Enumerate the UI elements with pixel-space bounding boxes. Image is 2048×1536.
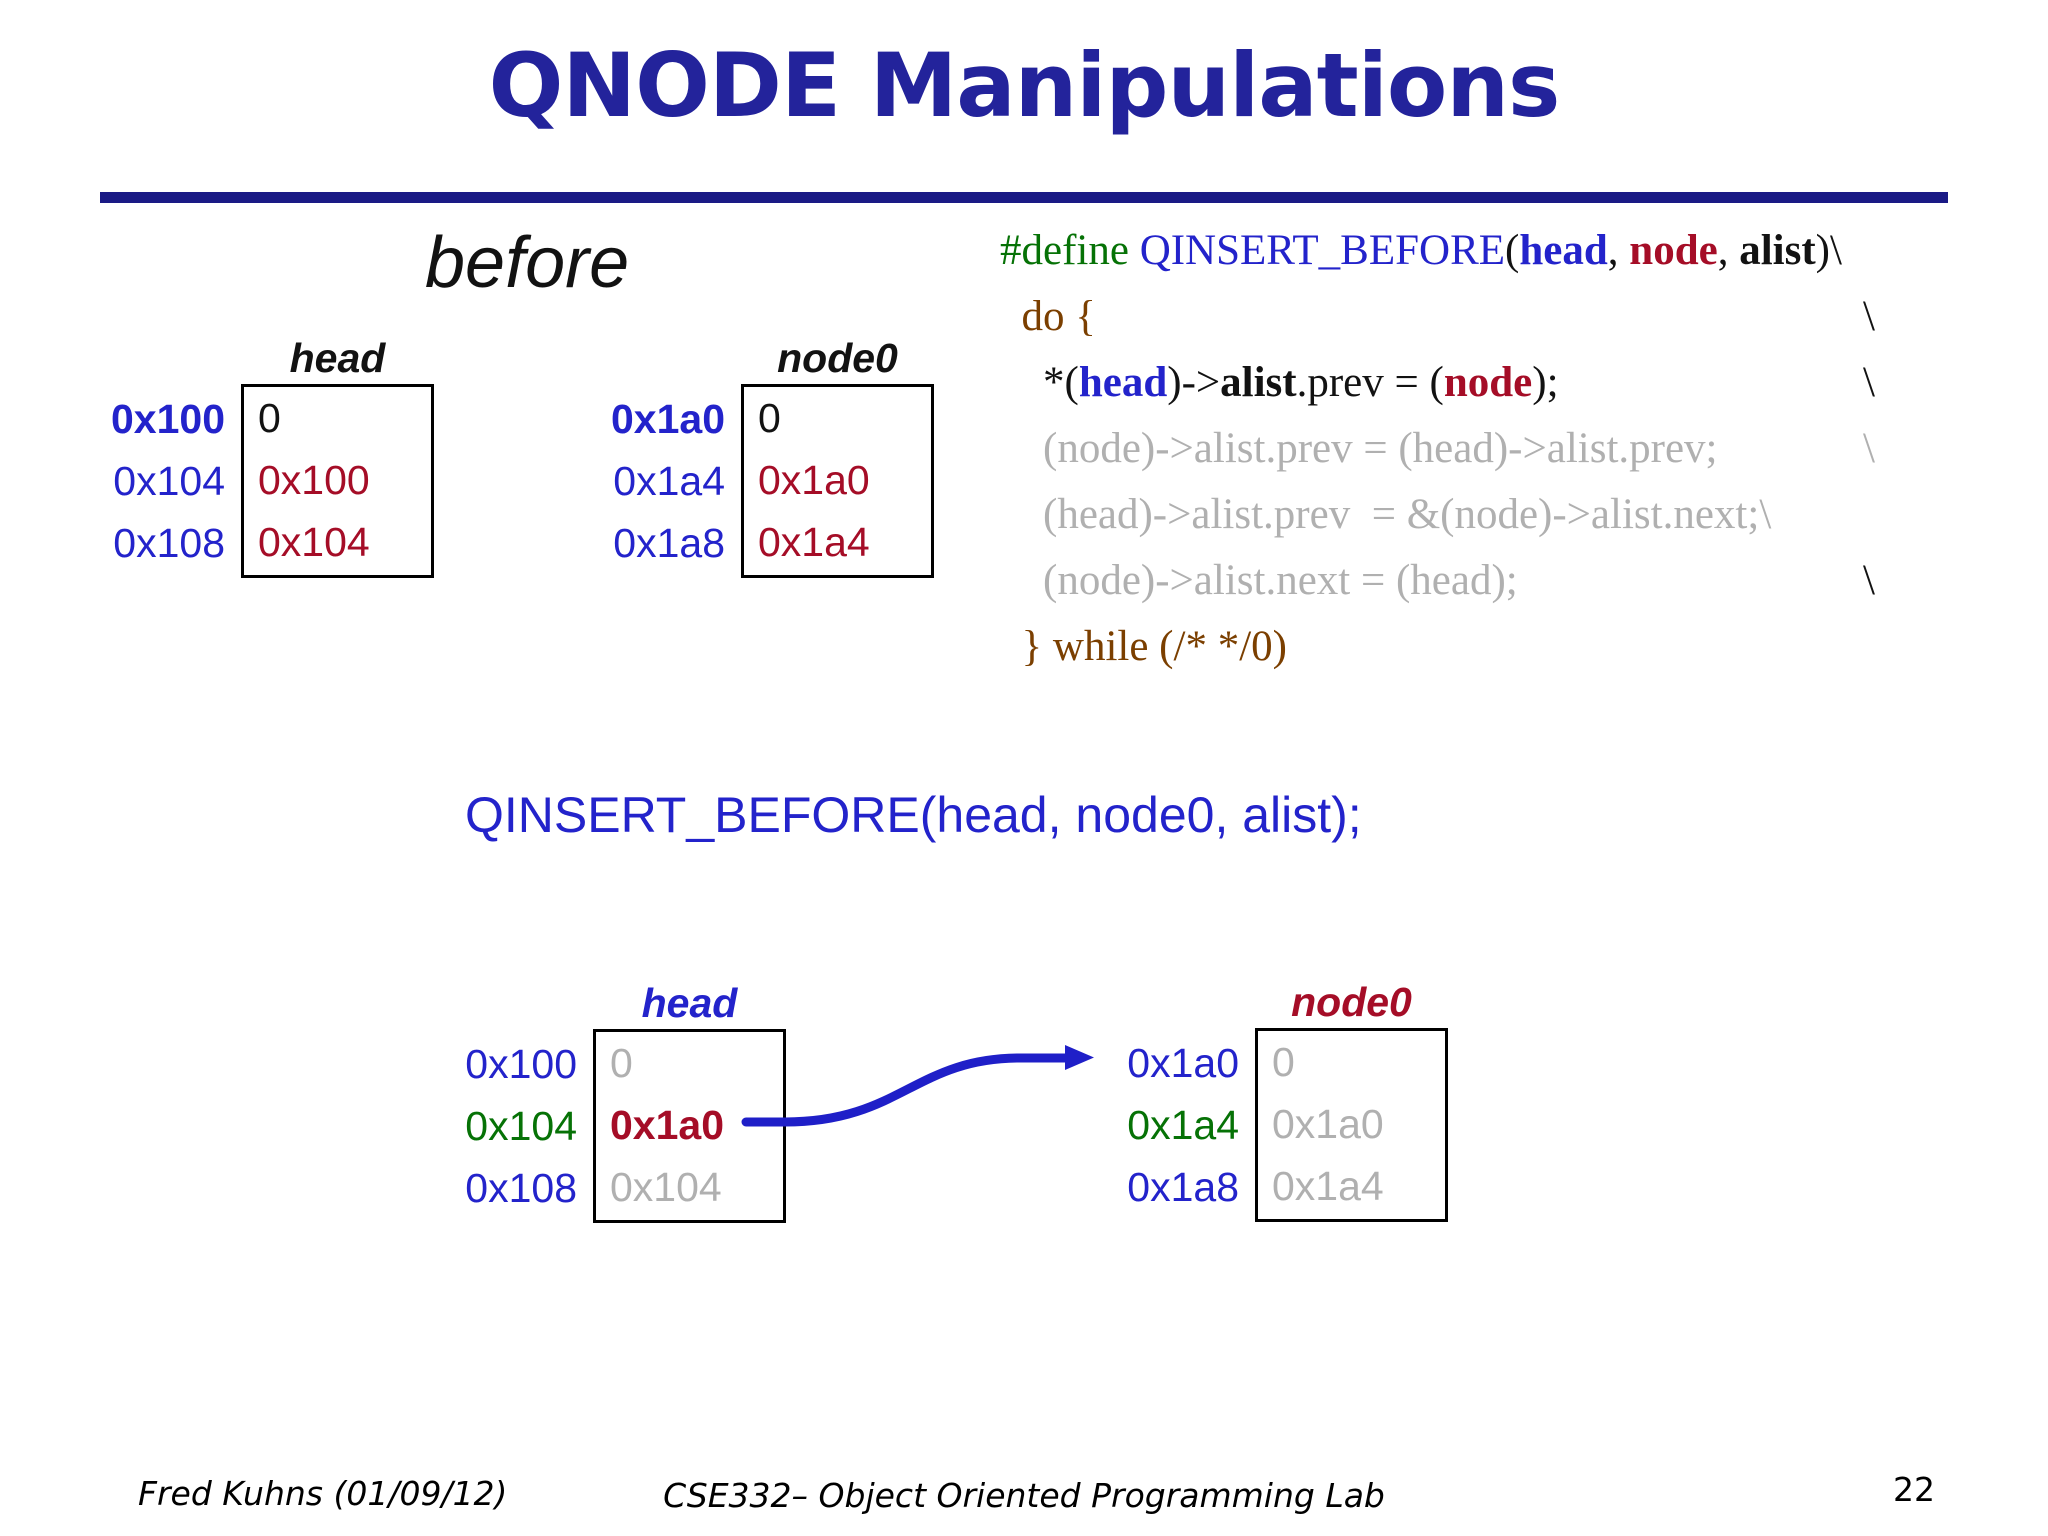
code-segment: ,	[1607, 227, 1630, 274]
address-label: 0x1a0	[1127, 1040, 1239, 1086]
code-line: (head)->alist.prev = &(node)->alist.next…	[1000, 490, 1875, 556]
memory-value: 0	[1272, 1039, 1295, 1085]
line-continuation: \	[1863, 359, 1875, 406]
code-segment: *(	[1000, 359, 1079, 406]
code-line: do { \	[1000, 292, 1876, 358]
address-column: 0x1a0 0x1a4 0x1a8	[1054, 1028, 1239, 1222]
address-label: 0x1a8	[1127, 1164, 1239, 1210]
address-label: 0x100	[110, 396, 225, 442]
code-segment: node	[1443, 359, 1533, 406]
code-segment: (node)->alist.next = (head);	[1000, 557, 1518, 604]
footer-page-number: 22	[1893, 1470, 1935, 1509]
memory-box: 0 0x1a0 0x1a4	[1255, 1028, 1448, 1222]
footer-course: CSE332– Object Oriented Programming Lab	[663, 1476, 1385, 1515]
memory-box: 0 0x1a0 0x1a4	[741, 384, 934, 578]
code-segment: )->	[1167, 359, 1221, 406]
memory-value: 0x100	[258, 457, 370, 503]
code-segment: )\	[1815, 227, 1842, 274]
line-continuation: \	[1863, 557, 1875, 604]
address-label: 0x1a0	[610, 396, 725, 442]
code-segment: node	[1629, 227, 1718, 274]
address-label: 0x1a8	[613, 520, 725, 566]
code-text: (head)->alist.prev = &(node)->alist.next…	[1000, 490, 1771, 539]
code-line: (node)->alist.next = (head); \	[1000, 556, 1875, 622]
table-label: node0	[1291, 979, 1412, 1025]
code-segment: .prev = (	[1296, 359, 1444, 406]
title-underline-rule	[100, 192, 1948, 203]
address-column: 0x100 0x104 0x108	[40, 384, 225, 578]
code-segment: alist	[1220, 359, 1297, 406]
pointer-arrow	[741, 1045, 1094, 1127]
code-segment: do {	[1000, 293, 1096, 340]
code-segment: );	[1532, 359, 1559, 406]
code-segment: QINSERT_BEFORE	[1139, 227, 1506, 274]
address-label: 0x108	[113, 520, 225, 566]
code-segment: alist	[1739, 227, 1816, 274]
memory-value: 0x104	[258, 519, 370, 565]
memory-value: 0x1a0	[1272, 1101, 1384, 1147]
code-line: #define QINSERT_BEFORE(head, node, alist…	[1000, 226, 1875, 292]
code-text: do {	[1000, 292, 1096, 341]
code-text: (node)->alist.prev = (head)->alist.prev;	[1000, 424, 1718, 473]
code-line: } while (/* */0)	[1000, 622, 1875, 688]
memory-value: 0x104	[610, 1164, 722, 1210]
code-line: *(head)->alist.prev = (node); \	[1000, 358, 1875, 424]
code-text: #define QINSERT_BEFORE(head, node, alist…	[1000, 226, 1842, 275]
memory-value: 0	[610, 1040, 633, 1086]
code-segment: head	[1078, 359, 1168, 406]
code-segment: head	[1519, 227, 1608, 274]
code-segment: (node)->alist.prev = (head)->alist.prev;	[1000, 425, 1718, 472]
address-label: 0x1a4	[613, 458, 725, 504]
before-section-heading: before	[425, 223, 630, 303]
code-segment: (head)->alist.prev = &(node)->alist.next…	[1000, 491, 1772, 538]
code-segment: } while (/* */0)	[1000, 623, 1287, 670]
code-text: *(head)->alist.prev = (node);	[1000, 358, 1559, 407]
slide-title: QNODE Manipulations	[488, 34, 1561, 137]
line-continuation: \	[1863, 293, 1875, 340]
memory-table-after-head: head 0x100 0x104 0x108 0 0x1a0 0x104	[392, 981, 786, 1223]
address-label: 0x100	[465, 1041, 577, 1087]
table-label: head	[289, 335, 386, 381]
code-text: (node)->alist.next = (head);	[1000, 556, 1518, 605]
memory-box: 0 0x1a0 0x104	[593, 1029, 786, 1223]
memory-value: 0x1a4	[1272, 1163, 1384, 1209]
memory-value: 0x1a4	[758, 519, 870, 565]
memory-box: 0 0x100 0x104	[241, 384, 434, 578]
address-column: 0x1a0 0x1a4 0x1a8	[540, 384, 725, 578]
memory-table-before-node0: node0 0x1a0 0x1a4 0x1a8 0 0x1a0 0x1a4	[540, 336, 934, 578]
code-text: } while (/* */0)	[1000, 622, 1287, 671]
table-label: head	[641, 980, 738, 1026]
footer-author: Fred Kuhns (01/09/12)	[138, 1474, 508, 1513]
macro-code-block: #define QINSERT_BEFORE(head, node, alist…	[1000, 226, 1875, 688]
address-label: 0x104	[113, 458, 225, 504]
code-line: (node)->alist.prev = (head)->alist.prev;…	[1000, 424, 1875, 490]
memory-table-before-head: head 0x100 0x104 0x108 0 0x100 0x104	[40, 336, 434, 578]
memory-value: 0	[258, 395, 281, 441]
memory-value: 0x1a0	[758, 457, 870, 503]
code-segment: #define	[1000, 227, 1140, 274]
address-label: 0x1a4	[1127, 1102, 1239, 1148]
line-continuation: \	[1863, 425, 1875, 472]
macro-call-text: QINSERT_BEFORE(head, node0, alist);	[465, 787, 1362, 843]
table-label: node0	[777, 335, 898, 381]
memory-value: 0	[758, 395, 781, 441]
address-label: 0x104	[465, 1103, 577, 1149]
code-segment: ,	[1717, 227, 1740, 274]
address-label: 0x108	[465, 1165, 577, 1211]
memory-value: 0x1a0	[610, 1102, 725, 1148]
code-segment: (	[1505, 227, 1520, 274]
address-column: 0x100 0x104 0x108	[392, 1029, 577, 1223]
memory-table-after-node0: node0 0x1a0 0x1a4 0x1a8 0 0x1a0 0x1a4	[1054, 980, 1448, 1222]
